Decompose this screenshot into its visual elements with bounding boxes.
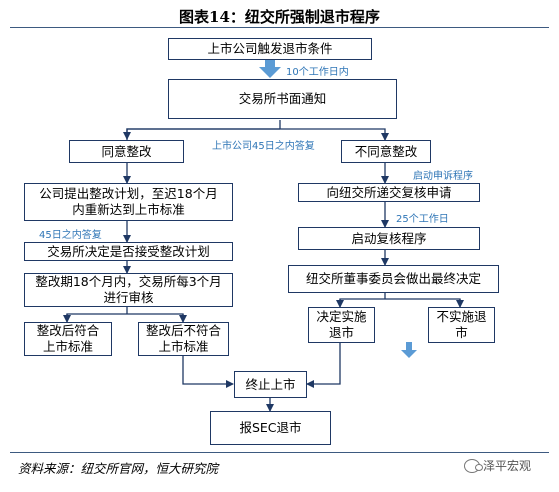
start-review-node: 启动复核程序: [298, 227, 480, 250]
review-period-node: 整改期18个月内，交易所每3个月 进行审核: [24, 273, 233, 307]
not-meets-line1: 整改后不符合: [145, 323, 221, 338]
report-sec-label: 报SEC退市: [239, 420, 302, 435]
meets-standard-node: 整改后符合 上市标准: [24, 322, 112, 356]
board-decision-node: 纽交所董事委员会做出最终决定: [288, 265, 499, 293]
trigger-node: 上市公司触发退市条件: [168, 38, 372, 60]
review-period-line1: 整改期18个月内，交易所每3个月: [35, 274, 222, 289]
logo-text: 泽平宏观: [483, 459, 532, 473]
trigger-to-notice-arrow: [259, 60, 281, 78]
implement-line1: 决定实施: [316, 309, 367, 324]
wechat-logo: 泽平宏观: [464, 457, 531, 474]
terminate-node: 终止上市: [234, 371, 307, 398]
not-implement-line2: 市: [455, 325, 468, 340]
reply-45b-note: 45日之内答复: [39, 230, 102, 241]
blue-down-arrow-icon: [401, 342, 417, 358]
implement-to-terminate-connector: [306, 343, 341, 388]
ten-days-note: 10个工作日内: [286, 67, 349, 78]
page-title: 图表14：纽交所强制退市程序: [179, 8, 380, 26]
disagree-label: 不同意整改: [354, 143, 418, 159]
notice-node: 交易所书面通知: [168, 79, 397, 119]
review-period-line2: 进行审核: [103, 290, 154, 305]
appeal-request-node: 向纽交所递交复核申请: [298, 183, 480, 202]
start-review-label: 启动复核程序: [351, 230, 427, 246]
not-meets-line2: 上市标准: [158, 339, 209, 354]
footer-divider: [10, 452, 549, 453]
implement-node: 决定实施 退市: [308, 307, 375, 343]
wechat-icon: [464, 458, 483, 473]
appeal-note: 启动申诉程序: [413, 171, 473, 182]
review-split-connector: [66, 307, 184, 321]
implement-line2: 退市: [328, 325, 354, 340]
terminate-label: 终止上市: [245, 376, 296, 392]
board-decision-label: 纽交所董事委员会做出最终决定: [305, 271, 481, 286]
not-implement-node: 不实施退 市: [428, 307, 495, 343]
not-meets-standard-node: 整改后不符合 上市标准: [138, 322, 229, 356]
title-divider: [10, 27, 549, 28]
agree-label: 同意整改: [101, 143, 152, 159]
agree-node: 同意整改: [69, 140, 184, 163]
notmeets-to-terminate-connector: [182, 356, 234, 388]
source-caption: 资料来源：纽交所官网，恒大研究院: [18, 461, 219, 476]
decide-plan-node: 交易所决定是否接受整改计划: [24, 242, 233, 261]
reply-45-note: 上市公司45日之内答复: [212, 141, 315, 152]
board-split-connector: [339, 293, 461, 306]
plan-node: 公司提出整改计划，至迟18个月 内重新达到上市标准: [24, 183, 233, 221]
notice-label: 交易所书面通知: [238, 91, 327, 106]
not-implement-line1: 不实施退: [436, 309, 487, 324]
meets-line2: 上市标准: [42, 339, 93, 354]
days-25-note: 25个工作日: [396, 214, 449, 225]
meets-line1: 整改后符合: [36, 323, 100, 338]
appeal-request-label: 向纽交所递交复核申请: [326, 184, 452, 200]
disagree-node: 不同意整改: [341, 140, 431, 163]
plan-label-line2: 内重新达到上市标准: [72, 202, 185, 217]
trigger-label: 上市公司触发退市条件: [207, 41, 333, 56]
report-sec-node: 报SEC退市: [210, 411, 331, 445]
plan-label-line1: 公司提出整改计划，至迟18个月: [39, 186, 218, 201]
decide-plan-label: 交易所决定是否接受整改计划: [47, 243, 210, 259]
